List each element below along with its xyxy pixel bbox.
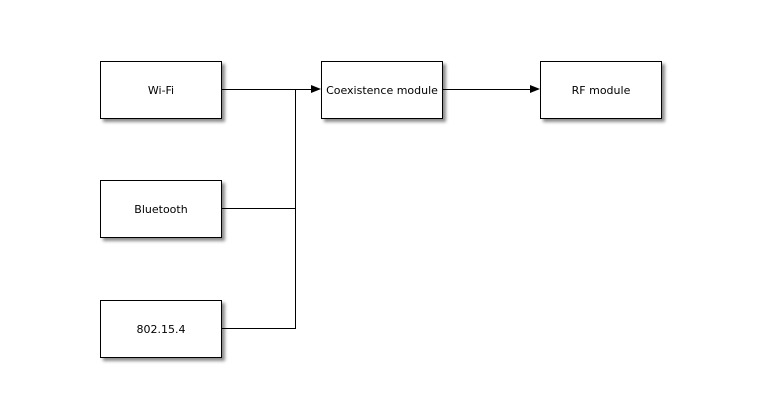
- node-coexistence-module-label: Coexistence module: [326, 83, 438, 97]
- node-bluetooth: Bluetooth: [100, 180, 222, 238]
- node-coexistence-module: Coexistence module: [321, 61, 443, 119]
- node-rf-module-label: RF module: [571, 83, 631, 97]
- node-wifi: Wi-Fi: [100, 61, 222, 119]
- edge-wifi-to-coexistence-line: [222, 89, 311, 90]
- edge-802154-to-trunk-line: [222, 328, 296, 329]
- node-rf-module: RF module: [540, 61, 662, 119]
- node-bluetooth-label: Bluetooth: [134, 202, 188, 216]
- edge-bluetooth-to-trunk-line: [222, 208, 296, 209]
- edge-coexistence-to-rf-line: [443, 89, 530, 90]
- arrowhead-into-rf-icon: [530, 85, 540, 93]
- node-802-15-4-label: 802.15.4: [136, 322, 186, 336]
- arrowhead-into-coexistence-icon: [311, 85, 321, 93]
- node-802-15-4: 802.15.4: [100, 300, 222, 358]
- node-wifi-label: Wi-Fi: [147, 83, 175, 97]
- edge-trunk-vertical-line: [295, 89, 296, 329]
